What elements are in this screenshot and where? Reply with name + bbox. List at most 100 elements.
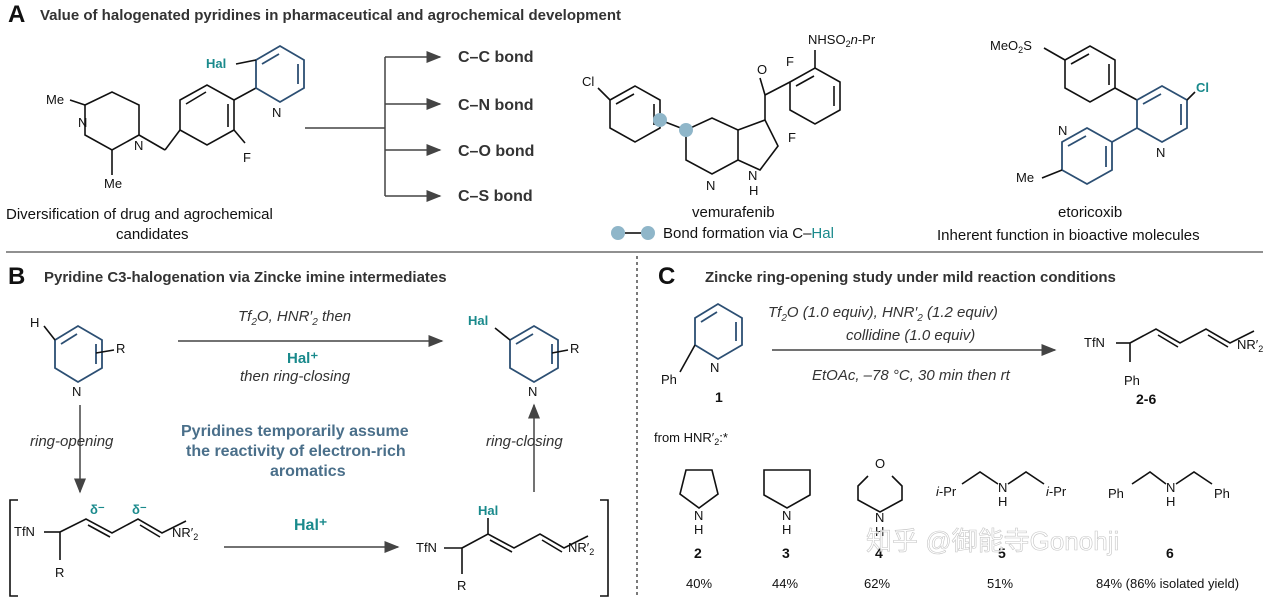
- c-cond-1: Tf2O (1.0 equiv), HNR′2 (1.2 equiv): [768, 304, 998, 324]
- b-hal2-label: Hal: [478, 503, 498, 518]
- bond-co: C–O bond: [458, 143, 534, 160]
- b-r2-label: R: [570, 341, 579, 356]
- b-product-db1: [515, 333, 534, 345]
- eto-cl-label: Cl: [1196, 80, 1209, 95]
- eto-me-label: Me: [1016, 170, 1034, 185]
- b-start-pyridine: [43, 324, 115, 384]
- b-start-r-bond: [95, 349, 115, 354]
- me-label-1: Me: [46, 92, 64, 107]
- azaindole-5-ring: [737, 119, 779, 171]
- dibenzyl-h: H: [1166, 494, 1175, 509]
- b-imine1-db1: [87, 524, 111, 538]
- b-hal-label: Hal: [468, 313, 488, 328]
- amine-morpholine: [857, 475, 903, 513]
- b-note-line-3: aromatics: [270, 463, 346, 480]
- watermark: 知乎 @御能寺Gonohji: [866, 526, 1119, 556]
- c-product-db1: [1157, 334, 1179, 348]
- piperazine-ring: [84, 91, 140, 151]
- n-pyridine-label: N: [272, 105, 281, 120]
- amine-2-yield: 40%: [686, 576, 712, 591]
- b-ring-closing-label: ring-closing: [486, 433, 563, 450]
- b-right-bracket: [600, 499, 609, 597]
- b-start-db1: [60, 333, 78, 345]
- b-product-hal-bond: [494, 327, 511, 341]
- diisobutyl-chain: [961, 471, 1045, 485]
- panel-b-title: Pyridine C3-halogenation via Zincke imin…: [44, 269, 447, 286]
- b-nr2-label: NR′2: [568, 540, 594, 557]
- vem-sulfonamide-label: NHSO2n-Pr: [808, 32, 876, 49]
- amine-5-yield: 51%: [987, 576, 1013, 591]
- diversification-arrows: [305, 51, 442, 202]
- c-o-bond: [759, 77, 766, 96]
- chloropyridine-ring: [1136, 84, 1188, 144]
- amine-2-label: 2: [694, 545, 702, 561]
- b-delta-2: δ⁻: [132, 502, 147, 517]
- panel-a-caption-2: candidates: [116, 226, 189, 243]
- vem-f1-label: F: [786, 54, 794, 69]
- b-imine1-chain: [59, 518, 187, 560]
- b-product-pyridine: [494, 324, 569, 384]
- legend-dot-1: [611, 226, 625, 240]
- morpholine-o: O: [875, 456, 885, 471]
- vemurafenib-name: vemurafenib: [692, 204, 775, 221]
- c-n-label: N: [710, 360, 719, 375]
- c-start-material: [679, 302, 743, 373]
- dibenzyl-chain: [1131, 471, 1213, 485]
- b-product-ring: [509, 324, 559, 384]
- pyrrolidine-ring: [679, 469, 719, 509]
- etoricoxib-name: etoricoxib: [1058, 204, 1122, 221]
- pyrrolidine-n: N: [694, 508, 703, 523]
- amine-pyrrolidine: [679, 469, 719, 509]
- f-bond: [233, 129, 246, 144]
- eto-meo2s-label: MeO2S: [990, 38, 1032, 55]
- vem-n-py-label: N: [706, 178, 715, 193]
- b-zincke-imine-1: [44, 518, 187, 560]
- panel-c-letter: C: [658, 263, 675, 290]
- c-pyridine-ring: [694, 302, 743, 361]
- bond-dot-1: [653, 113, 667, 127]
- c-nr-label: NR′2: [1237, 337, 1263, 354]
- amine-4-label: 4: [875, 545, 883, 561]
- b-zincke-imine-2: [444, 518, 589, 574]
- panel-a-letter: A: [8, 1, 25, 28]
- b-hal-plus-top: Hal⁺: [287, 350, 318, 367]
- amine-3-label: 3: [782, 545, 790, 561]
- b-left-bracket: [9, 499, 18, 597]
- b-then-ring-closing: then ring-closing: [240, 368, 351, 385]
- c-product-db2: [1207, 334, 1229, 348]
- amine-piperidine: [763, 469, 811, 509]
- panel-a-caption-1: Diversification of drug and agrochemical: [6, 206, 273, 223]
- eto-n2-label: N: [1058, 123, 1067, 138]
- bond-formation-legend: [611, 226, 655, 240]
- panel-c-title: Zincke ring-opening study under mild rea…: [705, 269, 1116, 286]
- b-delta-1: δ⁻: [90, 502, 105, 517]
- chlorophenyl-ring: [609, 85, 661, 143]
- b-r4-label: R: [457, 578, 466, 593]
- c-py-db1: [700, 311, 718, 323]
- amine-3-yield: 44%: [772, 576, 798, 591]
- vem-f2-label: F: [788, 130, 796, 145]
- amine-5-label: 5: [998, 545, 1006, 561]
- c-cond-2: collidine (1.0 equiv): [846, 327, 975, 344]
- benzene-db1: [185, 91, 207, 105]
- pyrrolidine-h: H: [694, 522, 703, 537]
- benzene-ring: [179, 84, 235, 146]
- c-product-number: 2-6: [1136, 391, 1156, 407]
- ketone-aryl-bond: [764, 81, 791, 96]
- eto-n1-label: N: [1156, 145, 1165, 160]
- etoricoxib-caption: Inherent function in bioactive molecules: [937, 227, 1200, 244]
- eto-biaryl-1: [1114, 87, 1138, 101]
- cp-db1: [615, 93, 635, 105]
- ch2-aryl-bond: [164, 129, 181, 151]
- b-h-label: H: [30, 315, 39, 330]
- n-label-1: N: [78, 115, 87, 130]
- b-start-h-bond: [43, 325, 56, 341]
- bond-cs: C–S bond: [458, 188, 533, 205]
- piperidine-n: N: [782, 508, 791, 523]
- so2-bond: [1043, 47, 1066, 61]
- b-tfn2-label: TfN: [416, 540, 437, 555]
- c-ph2-label: Ph: [1124, 373, 1140, 388]
- piperidine-h: H: [782, 522, 791, 537]
